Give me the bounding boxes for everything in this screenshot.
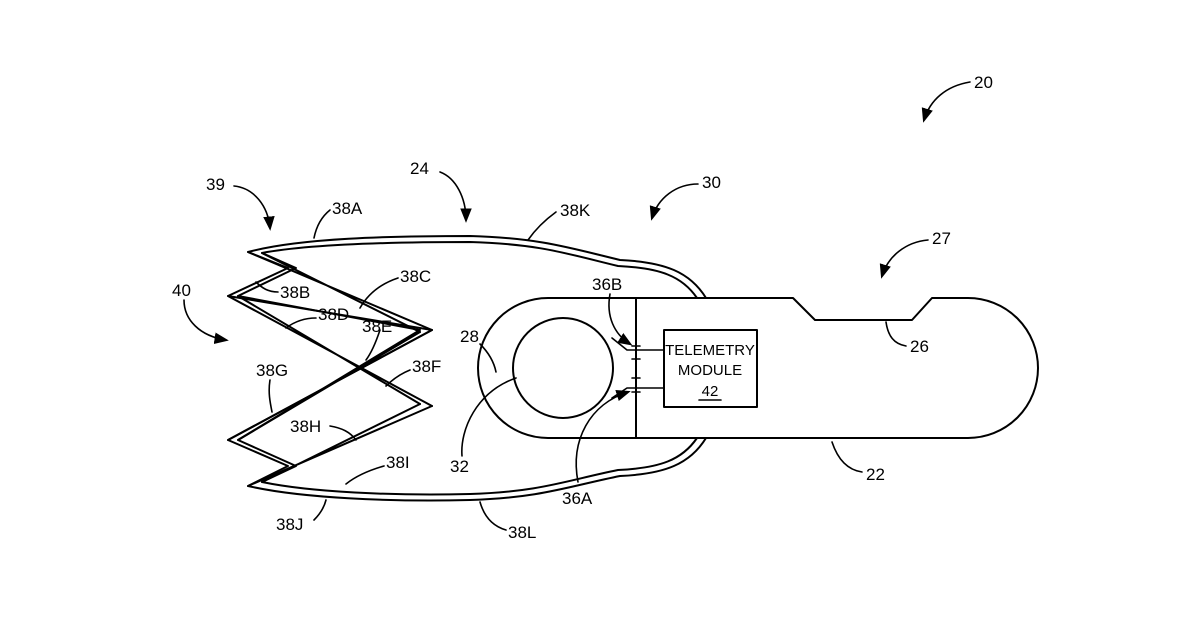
telemetry-module-line1: TELEMETRY [665, 342, 755, 359]
label-30: 30 [702, 173, 721, 192]
arrow-24 [440, 172, 466, 220]
leader-38l [480, 502, 506, 530]
arrow-27 [882, 240, 928, 276]
label-24: 24 [410, 159, 429, 178]
leader-38f [386, 370, 410, 386]
label-38c: 38C [400, 267, 431, 286]
label-38i: 38I [386, 453, 410, 472]
label-38k: 38K [560, 201, 591, 220]
label-32: 32 [450, 457, 469, 476]
arrow-40 [184, 300, 226, 340]
leader-38a [314, 210, 330, 238]
arrow-30 [652, 184, 698, 218]
circular-member [513, 318, 613, 418]
leader-38c [360, 278, 398, 308]
label-38e: 38E [362, 317, 392, 336]
leader-32 [462, 378, 516, 456]
label-38a: 38A [332, 199, 363, 218]
leader-38b [256, 282, 278, 292]
arrow-36b [609, 294, 630, 344]
telemetry-module-number: 42 [702, 383, 719, 400]
label-36a: 36A [562, 489, 593, 508]
label-38l: 38L [508, 523, 536, 542]
label-38b: 38B [280, 283, 310, 302]
leader-26 [886, 322, 906, 346]
label-38g: 38G [256, 361, 288, 380]
arrow-20 [924, 82, 970, 120]
label-27: 27 [932, 229, 951, 248]
leader-38j [314, 500, 326, 520]
leader-38g [269, 380, 272, 412]
leader-28 [480, 344, 496, 372]
contact-36a-lead [612, 388, 664, 398]
label-38h: 38H [290, 417, 321, 436]
label-26: 26 [910, 337, 929, 356]
label-36b: 36B [592, 275, 622, 294]
capacitor-symbol [632, 359, 640, 378]
leader-38k [528, 212, 556, 240]
arrow-39 [234, 186, 270, 228]
arm-middle-cross-2 [228, 330, 432, 440]
label-38d: 38D [318, 305, 349, 324]
leader-22 [832, 442, 862, 472]
label-20: 20 [974, 73, 993, 92]
label-38f: 38F [412, 357, 441, 376]
label-22: 22 [866, 465, 885, 484]
telemetry-module-line2: MODULE [678, 362, 742, 379]
label-40: 40 [172, 281, 191, 300]
label-28: 28 [460, 327, 479, 346]
label-38j: 38J [276, 515, 303, 534]
contact-36b-lead [612, 338, 664, 350]
leader-38i [346, 466, 384, 484]
label-39: 39 [206, 175, 225, 194]
